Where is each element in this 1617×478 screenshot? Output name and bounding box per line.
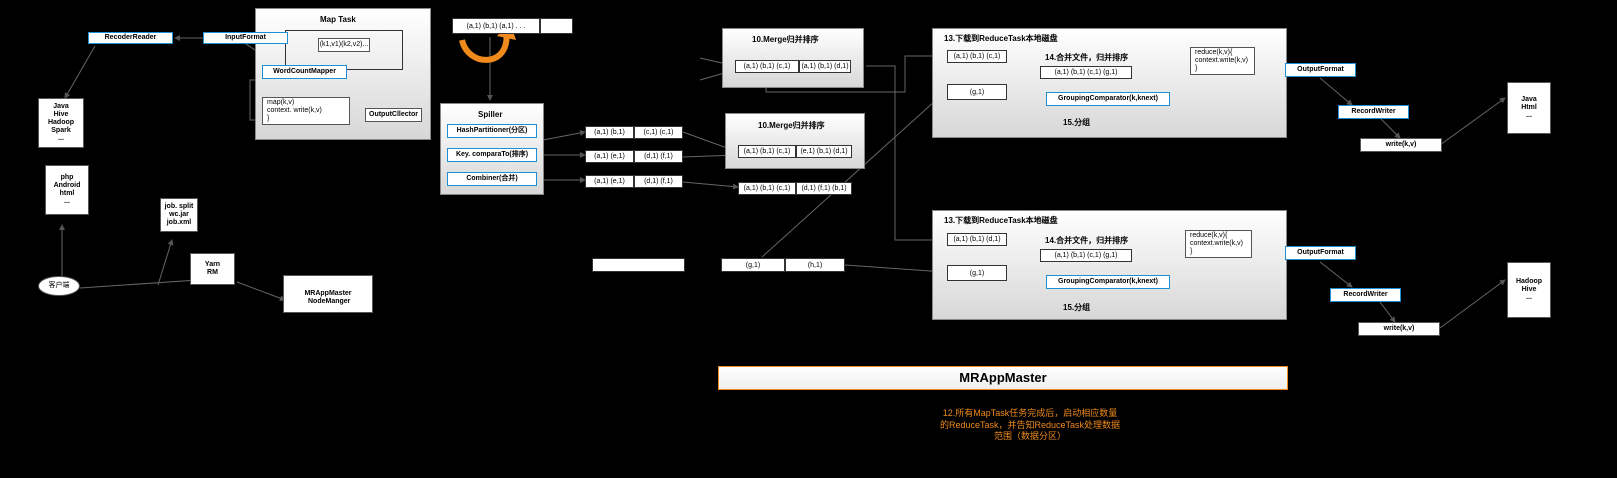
spill-file-2-a: (a,1) (e,1) <box>585 150 634 163</box>
reduce-bottom-code: reduce(k,v){ context.write(k,v) } <box>1185 230 1252 258</box>
job-files-box: job. split wc.jar job.xml <box>160 198 198 232</box>
inputformat-box: InputFormat <box>203 32 288 44</box>
mrappmaster-nodemanager-box: MRAppMaster <box>283 275 373 313</box>
reduce-top-write: write(k,v) <box>1360 138 1442 152</box>
outputcollector-box: OutputCllector <box>365 108 422 122</box>
merge-top-title: 10.Merge归并排序 <box>752 35 819 44</box>
merge-bottom-cell-1: (a,1) (b,1) (c,1) <box>738 182 796 195</box>
partition-cell-h: (h,1) <box>785 258 845 272</box>
reduce-top-cell-2: (g,1) <box>947 84 1007 100</box>
reduce-bottom-target: Hadoop Hive ... <box>1507 262 1551 318</box>
recordreader-box: RecoderReader <box>88 32 173 44</box>
reduce-top-code: reduce(k,v){ context.write(k,v) } <box>1190 47 1255 75</box>
reduce-start-note: 12.所有MapTask任务完成后，启动相应数量 的ReduceTask，并告知… <box>939 408 1121 442</box>
nodemanager-label: NodeManger <box>308 298 351 305</box>
reduce-bottom-merge-title: 14.合并文件，归并排序 <box>1045 236 1129 245</box>
partitioner-box: HashPartitioner(分区) <box>447 124 537 138</box>
reduce-top-group-label: 15.分组 <box>1063 118 1091 127</box>
sort-box: Key. comparaTo(排序) <box>447 148 537 162</box>
spill-file-3-b: (d,1) (f,1) <box>634 175 683 188</box>
spill-file-1-a: (a,1) (b,1) <box>585 126 634 139</box>
yarn-rm-box: Yarn RM <box>190 253 235 285</box>
client-ellipse: 客户端 <box>38 276 80 296</box>
merge-mid-panel <box>725 113 865 169</box>
empty-cell <box>592 258 685 272</box>
reduce-bottom-outputformat: OutputFormat <box>1285 246 1356 260</box>
reduce-bottom-cell-2: (g,1) <box>947 265 1007 281</box>
merge-mid-cell-2: (e,1) (b,1) (d,1) <box>796 145 852 158</box>
reduce-top-cell-1: (a,1) (b,1) (c,1) <box>947 50 1007 63</box>
reduce-bottom-recordwriter: RecordWriter <box>1330 288 1401 302</box>
spill-file-3-a: (a,1) (e,1) <box>585 175 634 188</box>
merge-mid-title: 10.Merge归并排序 <box>758 121 825 130</box>
orange-curve-arrow <box>459 29 510 63</box>
merge-mid-cell-1: (a,1) (b,1) (c,1) <box>738 145 796 158</box>
reduce-top-merge-title: 14.合并文件，归并排序 <box>1045 53 1129 62</box>
java-hive-box: Java Hive Hadoop Spark ... <box>38 98 84 148</box>
mrappmaster-label: MRAppMaster <box>304 289 352 297</box>
map-task-title: Map Task <box>320 15 356 24</box>
reduce-bottom-write: write(k,v) <box>1358 322 1440 336</box>
reduce-top-merged: (a,1) (b,1) (c,1) (g,1) <box>1040 66 1132 79</box>
spill-file-1-b: (c,1) (c,1) <box>634 126 683 139</box>
reduce-bottom-merged: (a,1) (b,1) (c,1) (g,1) <box>1040 249 1132 262</box>
merge-top-panel <box>722 28 864 88</box>
spiller-title: Spiller <box>478 110 503 119</box>
reduce-bottom-cell-1: (a,1) (b,1) (d,1) <box>947 233 1007 246</box>
combiner-box: Combiner(合并) <box>447 172 537 186</box>
reduce-bottom-title: 13.下载到ReduceTask本地磁盘 <box>944 216 1058 225</box>
reduce-top-title: 13.下载到ReduceTask本地磁盘 <box>944 34 1058 43</box>
kv-buffer-row: (a,1) (b,1) (a,1) . . . <box>452 18 540 34</box>
reduce-top-recordwriter: RecordWriter <box>1338 105 1409 119</box>
merge-top-cell-2: (a,1) (b,1) (d,1) <box>799 60 851 73</box>
reduce-bottom-group-label: 15.分组 <box>1063 303 1091 312</box>
reduce-top-target: Java Html ... <box>1507 82 1551 134</box>
kv-buffer-tail <box>540 18 573 34</box>
spill-file-2-b: (d,1) (f,1) <box>634 150 683 163</box>
kv-pairs-box: (k1,v1)(k2,v2)... <box>318 38 370 52</box>
merge-top-cell-1: (a,1) (b,1) (c,1) <box>735 60 799 73</box>
wordcountmapper-box: WordCountMapper <box>262 65 347 79</box>
reduce-top-outputformat: OutputFormat <box>1285 63 1356 77</box>
merge-bottom-cell-2: (d,1) (f,1) (b,1) <box>796 182 852 195</box>
reduce-bottom-grouping: GroupingComparator(k,knext) <box>1046 275 1170 289</box>
mrappmaster-bar: MRAppMaster <box>718 366 1288 390</box>
php-android-box: php Android html ... <box>45 165 89 215</box>
reduce-top-grouping: GroupingComparator(k,knext) <box>1046 92 1170 106</box>
reduce-top-panel <box>932 28 1287 138</box>
partition-cell-g: (g,1) <box>721 258 785 272</box>
map-code-box: map(k,v) context. write(k,v) } <box>262 97 350 125</box>
